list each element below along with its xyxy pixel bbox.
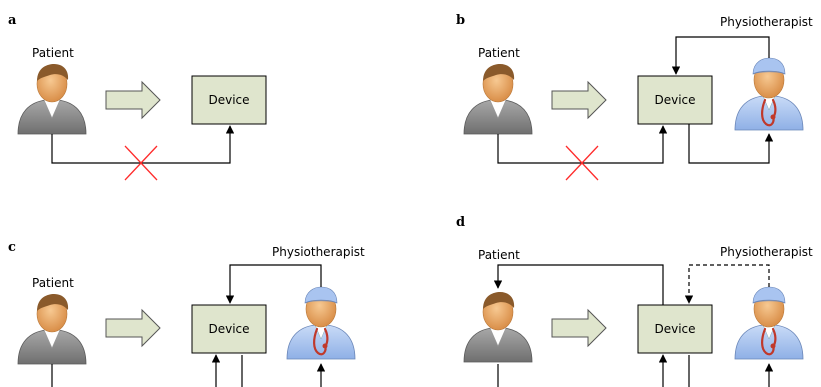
physiotherapist-icon	[285, 285, 357, 361]
device-box-d	[637, 304, 713, 354]
physio-to-device-dashed-line-d	[684, 264, 770, 304]
panel-letter-a: a	[8, 13, 17, 28]
panel-letter-c: c	[8, 240, 16, 255]
blocked-cross-a	[124, 145, 158, 181]
device-label-c: Device	[208, 322, 249, 336]
block-arrow-c	[105, 309, 161, 347]
patient-icon	[463, 291, 533, 363]
panel-c: c Patient Physiotherapist Device	[8, 240, 365, 387]
patient-label-a: Patient	[32, 46, 74, 60]
physiotherapist-icon	[733, 285, 805, 361]
physio-label-c: Physiotherapist	[272, 245, 365, 259]
patient-to-device-line-b	[497, 125, 668, 164]
patient-icon	[17, 63, 87, 135]
physio-to-device-line-c	[225, 264, 322, 304]
patient-label-d: Patient	[478, 248, 520, 262]
device-label-b: Device	[654, 93, 695, 107]
patient-icon	[17, 293, 87, 365]
physiotherapist-icon	[733, 56, 805, 132]
panel-letter-d: d	[456, 215, 465, 230]
panel-letter-b: b	[456, 13, 465, 28]
panel-d: d Patient Physiotherapist Device	[456, 215, 813, 387]
device-to-physio-line-b	[688, 124, 774, 164]
block-arrow-d	[551, 309, 607, 347]
panel-b: b Patient Physiotherapist Device	[456, 13, 813, 181]
device-box-b	[637, 75, 713, 125]
blocked-cross-b	[565, 145, 599, 181]
patient-label-b: Patient	[478, 46, 520, 60]
patient-label-c: Patient	[32, 276, 74, 290]
device-label-d: Device	[654, 322, 695, 336]
device-to-patient-line-d	[493, 264, 664, 305]
device-box-c	[191, 304, 267, 354]
device-box-a	[191, 75, 267, 125]
panel-a: a Patient Device	[8, 13, 267, 181]
block-arrow-a	[105, 81, 161, 119]
block-arrow-b	[551, 81, 607, 119]
physio-label-b: Physiotherapist	[720, 15, 813, 29]
physio-to-device-line-b	[671, 36, 770, 75]
device-label-a: Device	[208, 93, 249, 107]
physio-label-d: Physiotherapist	[720, 245, 813, 259]
patient-icon	[463, 63, 533, 135]
